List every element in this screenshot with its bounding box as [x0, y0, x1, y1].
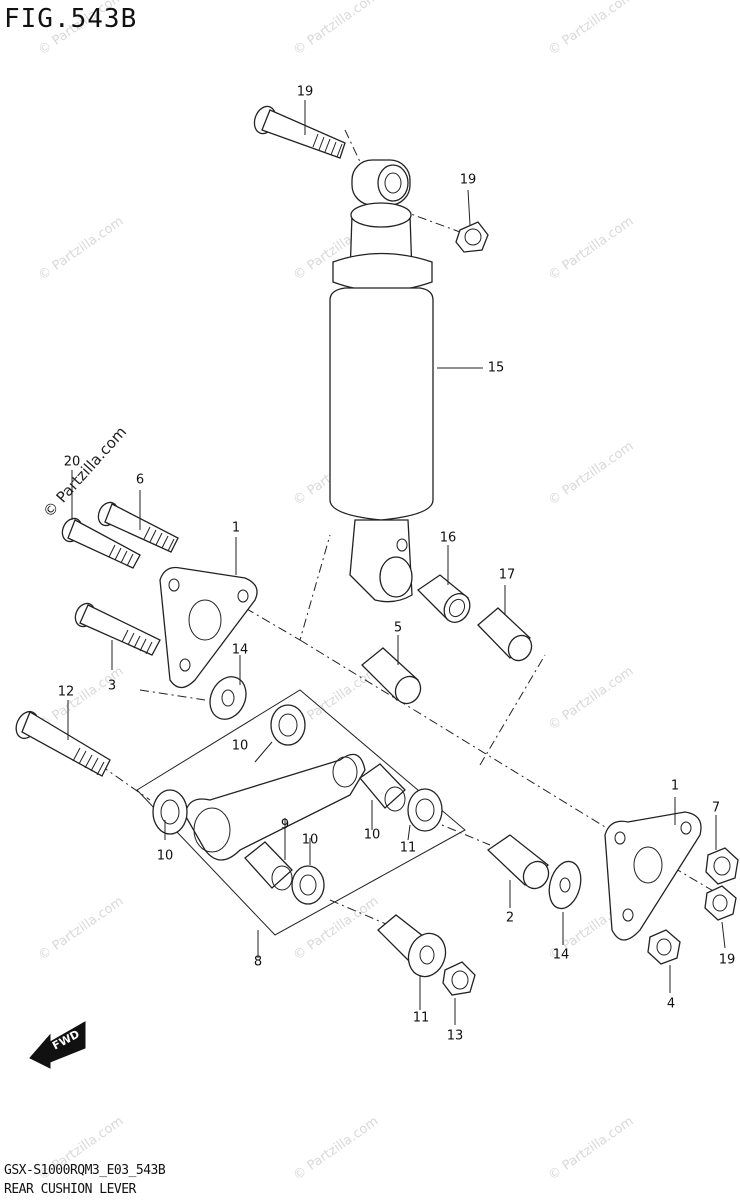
- bushing-17: [477, 607, 533, 662]
- cushion-lever-8: [136, 689, 466, 936]
- fwd-arrow-icon: [29, 1021, 86, 1069]
- axis-line-3: [139, 689, 206, 701]
- bearing-16: [416, 574, 471, 623]
- callout-3: 3: [107, 678, 117, 694]
- nut-7: [705, 847, 739, 885]
- callout-2: 2: [505, 910, 515, 926]
- nut-19-right: [704, 885, 737, 921]
- callout-18: 19: [296, 84, 314, 100]
- callout-4: 4: [666, 996, 676, 1012]
- bolt-3: [74, 602, 161, 656]
- callout-19-right: 19: [718, 952, 736, 968]
- nut-19-top: [455, 221, 489, 253]
- callout-17: 17: [498, 567, 516, 583]
- callout-10-left: 10: [156, 848, 174, 864]
- callout-13: 13: [446, 1028, 464, 1044]
- bushing-2: [486, 834, 550, 890]
- callout-10-right: 11: [399, 840, 417, 856]
- shock-absorber-15: [329, 159, 434, 603]
- bolt-20: [61, 517, 141, 569]
- callout-9-left: 9: [280, 817, 290, 833]
- callout-5: 5: [393, 620, 403, 636]
- callout-15: 15: [487, 360, 505, 376]
- callout-7: 7: [711, 800, 721, 816]
- callout-14-right: 14: [552, 947, 570, 963]
- collar-11: [377, 914, 447, 978]
- callout-14-left: 14: [231, 642, 249, 658]
- figure-code: GSX-S1000RQM3_E03_543B: [4, 1163, 166, 1178]
- bushing-5: [361, 647, 422, 705]
- callout-19-top: 19: [459, 172, 477, 188]
- callout-9-right: 10: [363, 827, 381, 843]
- axis-line-12: [99, 764, 151, 801]
- callout-6: 6: [135, 472, 145, 488]
- callout-20: 20: [63, 454, 81, 470]
- nut-13: [442, 961, 476, 996]
- axis-line-18: [344, 129, 363, 167]
- leader-lines: [67, 100, 726, 1025]
- callout-10-mid: 10: [301, 832, 319, 848]
- washer-14-left: [209, 676, 247, 720]
- callout-1-right: 1: [670, 778, 680, 794]
- plate-1-right: [604, 811, 702, 941]
- axis-line-17: [479, 654, 546, 766]
- bolt-18: [253, 105, 346, 159]
- bolt-6: [97, 501, 179, 553]
- callout-12: 12: [57, 684, 75, 700]
- callout-16: 16: [439, 530, 457, 546]
- nut-4: [647, 929, 681, 965]
- plate-1-left: [159, 566, 258, 689]
- callout-1-left: 1: [231, 520, 241, 536]
- callout-11: 11: [412, 1010, 430, 1026]
- bolt-12: [15, 710, 111, 777]
- figure-name: REAR CUSHION LEVER: [4, 1182, 136, 1197]
- figure-title: FIG.543B: [4, 4, 138, 34]
- callout-10-top: 10: [231, 738, 249, 754]
- callout-8: 8: [253, 954, 263, 970]
- washer-14-right: [548, 860, 582, 910]
